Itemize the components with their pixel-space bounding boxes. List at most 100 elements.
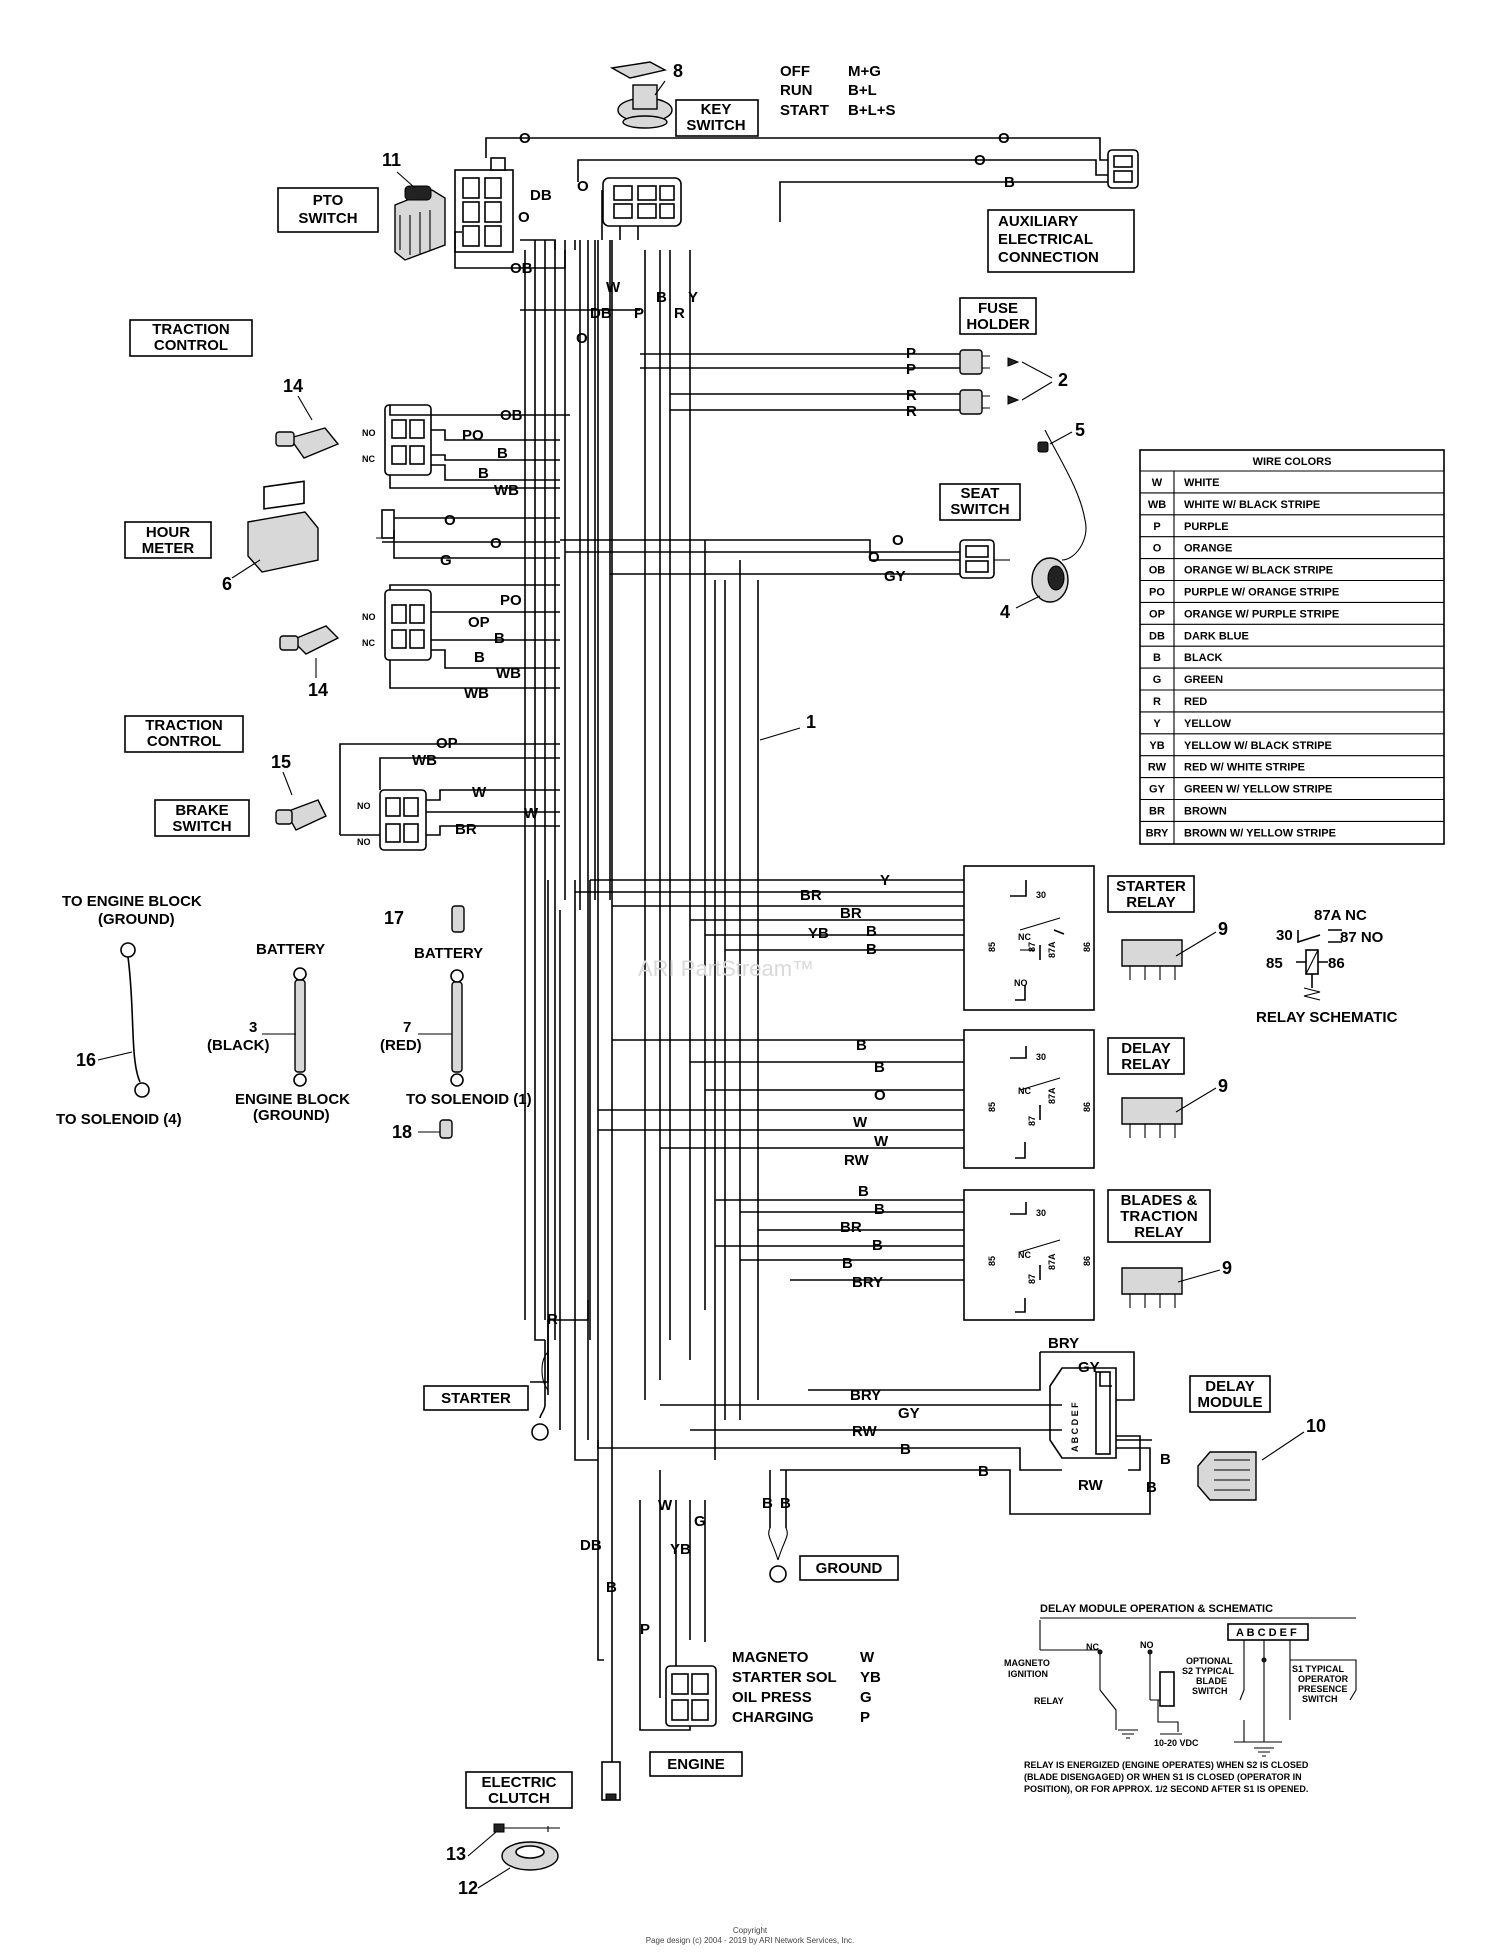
relay-pin: NC — [1018, 1086, 1031, 1096]
relay-pin: 87A — [1047, 1253, 1057, 1270]
wire-color-name: ORANGE — [1184, 543, 1232, 555]
engine-legend: MAGNETO W STARTER SOL YB OIL PRESS G CHA… — [732, 1649, 881, 1726]
engine-block-label: ENGINE BLOCK — [235, 1091, 350, 1108]
wire-label: RW — [852, 1423, 878, 1440]
wire-label: B — [494, 630, 505, 647]
callout-15: 15 — [271, 752, 291, 772]
module-pins: A B C D E F — [1070, 1402, 1080, 1452]
nc-label: NC — [362, 638, 375, 648]
wire-label: B — [762, 1495, 773, 1512]
relay-pin: 85 — [987, 1256, 997, 1266]
callout-1: 1 — [806, 712, 816, 732]
relay-pin: 87 — [1027, 942, 1037, 952]
wire-label: B — [872, 1237, 883, 1254]
callout-10: 10 — [1306, 1416, 1326, 1436]
wire-label: B — [900, 1441, 911, 1458]
callout-17: 17 — [384, 908, 404, 928]
relay-pin: 86 — [1082, 1102, 1092, 1112]
wire-color-code: GY — [1149, 784, 1166, 796]
relay-pin: 87A — [1047, 1087, 1057, 1104]
blades-relay-label-box — [1107, 1189, 1211, 1243]
wire-color-name: PURPLE W/ ORANGE STRIPE — [1184, 587, 1339, 599]
callout-7: 7 — [403, 1019, 411, 1036]
wire-color-code: B — [1153, 652, 1161, 664]
blades-relay-label: RELAY — [1134, 1224, 1183, 1241]
wire-color-code: PO — [1149, 587, 1165, 599]
relay-schematic — [1296, 929, 1342, 1001]
delay-op-note: RELAY IS ENERGIZED (ENGINE OPERATES) WHE… — [1024, 1760, 1309, 1770]
wire-label: B — [478, 465, 489, 482]
delay-op-optional: BLADE — [1196, 1676, 1227, 1686]
delay-relay-label: DELAY — [1121, 1040, 1170, 1057]
wire-label: R — [906, 403, 917, 420]
wire-label: B — [866, 941, 877, 958]
hour-meter-icon — [247, 480, 319, 573]
wire-color-name: YELLOW W/ BLACK STRIPE — [1184, 740, 1332, 752]
wire-label: B — [874, 1059, 885, 1076]
delay-module-icon — [1197, 1451, 1257, 1501]
relay-pin: 85 — [987, 1102, 997, 1112]
delay-module-schematic: DELAY MODULE OPERATION & SCHEMATIC A B C… — [1039, 1603, 1357, 1757]
wire-label: W — [472, 784, 487, 801]
auxiliary-label: AUXILIARY — [998, 213, 1078, 230]
delay-op-vdc: 10-20 VDC — [1154, 1738, 1199, 1748]
wire-color-name: ORANGE W/ BLACK STRIPE — [1184, 565, 1333, 577]
traction-control-label: TRACTION — [152, 321, 230, 338]
delay-op-relay: RELAY — [1034, 1696, 1064, 1706]
wire-label: B — [656, 289, 667, 306]
relay-pin: NO — [1014, 978, 1028, 988]
fuse-icon — [959, 349, 1020, 415]
wire-color-name: DARK BLUE — [1184, 630, 1249, 642]
engine-label-box — [649, 1751, 743, 1777]
wire-color-name: PURPLE — [1184, 521, 1229, 533]
wire-label: O — [868, 549, 880, 566]
brake-switch-label-box — [154, 799, 250, 837]
wire-label: DB — [530, 187, 552, 204]
key-switch-icon — [609, 61, 673, 129]
relay-pin: NC — [1018, 1250, 1031, 1260]
key-switch-label: SWITCH — [686, 117, 745, 134]
wire-label: WB — [494, 482, 519, 499]
wire-label: B — [866, 923, 877, 940]
wire-label: W — [606, 279, 621, 296]
no-label: NO — [357, 837, 371, 847]
fuse-holder-label: HOLDER — [966, 316, 1030, 333]
electric-clutch-label: CLUTCH — [488, 1790, 550, 1807]
relay-schematic-pin: 86 — [1328, 955, 1345, 972]
electric-clutch-label-box — [465, 1771, 573, 1809]
delay-relay-label: RELAY — [1121, 1056, 1170, 1073]
starter-label: STARTER — [441, 1390, 511, 1407]
wire-label: B — [858, 1183, 869, 1200]
wire-label: Y — [688, 289, 698, 306]
to-engine-block-label: TO ENGINE BLOCK — [62, 893, 202, 910]
wire-label: O — [444, 512, 456, 529]
wire-label: O — [518, 209, 530, 226]
traction-control-label: CONTROL — [147, 733, 221, 750]
wire-label: PO — [500, 592, 522, 609]
traction-control-label: CONTROL — [154, 337, 228, 354]
wire-label: B — [978, 1463, 989, 1480]
delay-op-magneto: MAGNETO — [1004, 1658, 1050, 1668]
wire-color-code: BRY — [1146, 827, 1169, 839]
pto-switch-label: PTO — [313, 192, 344, 209]
wire-label: P — [640, 1621, 650, 1638]
engine-legend-wire: G — [860, 1689, 872, 1706]
pto-connector — [602, 177, 682, 227]
relay-pin: 86 — [1082, 942, 1092, 952]
callout-2: 2 — [1058, 370, 1068, 390]
wire-label: BR — [455, 821, 477, 838]
delay-op-pins: A B C D E F — [1236, 1627, 1297, 1639]
wire-label: B — [856, 1037, 867, 1054]
hour-meter-label-box — [124, 521, 212, 559]
wire-label: O — [998, 130, 1010, 147]
seat-connector — [959, 539, 995, 579]
wire-label: BRY — [852, 1274, 883, 1291]
electric-clutch-label: ELECTRIC — [482, 1774, 557, 1791]
relay-pin: 30 — [1036, 1208, 1046, 1218]
copyright-line: Copyright — [732, 1926, 768, 1935]
key-switch-label: KEY — [701, 101, 732, 118]
wire-color-name: RED W/ WHITE STRIPE — [1184, 762, 1305, 774]
wire-color-code: O — [1153, 543, 1162, 555]
traction-control-label-box — [129, 319, 253, 357]
